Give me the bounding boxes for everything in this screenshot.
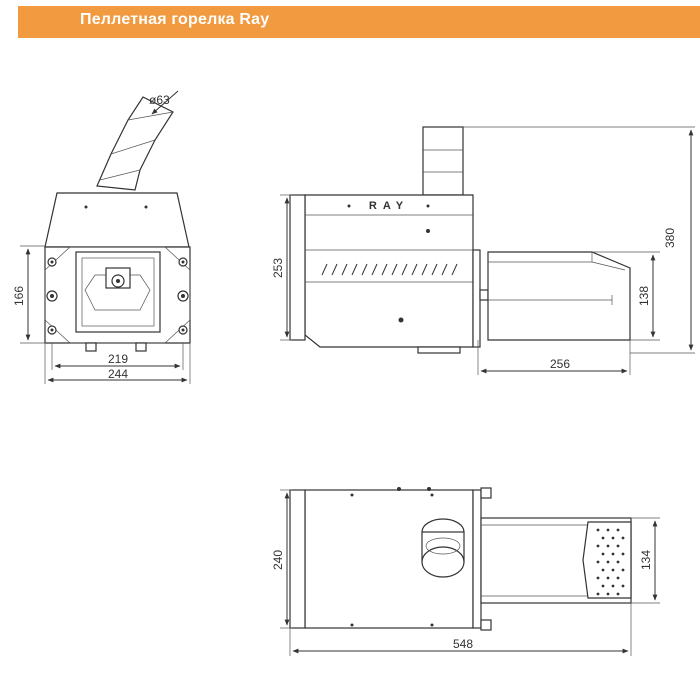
side-feed-tube bbox=[422, 126, 464, 196]
side-main-body bbox=[304, 194, 474, 348]
side-total-height-label: 380 bbox=[663, 228, 677, 248]
side-height-label: 253 bbox=[271, 258, 285, 278]
front-view: ø63 166 219 244 bbox=[12, 90, 191, 384]
top-width-label: 240 bbox=[271, 550, 285, 570]
perforation-holes bbox=[596, 528, 625, 596]
side-combustion-tube bbox=[487, 251, 631, 341]
page-title: Пеллетная горелка Ray bbox=[80, 11, 270, 28]
feed-tube bbox=[96, 96, 174, 191]
header-bar: Пеллетная горелка Ray bbox=[18, 6, 700, 38]
front-housing-top bbox=[44, 192, 190, 248]
front-height-label: 166 bbox=[12, 286, 26, 306]
top-feed-tube bbox=[421, 518, 465, 578]
front-outer-width-label: 244 bbox=[108, 367, 128, 381]
top-tube-width-label: 134 bbox=[639, 550, 653, 570]
top-view: 240 134 548 bbox=[271, 487, 660, 656]
tube-height-label: 138 bbox=[637, 286, 651, 306]
tube-length-label: 256 bbox=[550, 357, 570, 371]
total-length-label: 548 bbox=[453, 637, 473, 651]
front-inner-width-label: 219 bbox=[108, 352, 128, 366]
side-view: RAY bbox=[271, 126, 695, 375]
vent-slots bbox=[321, 263, 458, 276]
brand-label: RAY bbox=[369, 200, 409, 212]
diameter-label: ø63 bbox=[149, 93, 170, 107]
